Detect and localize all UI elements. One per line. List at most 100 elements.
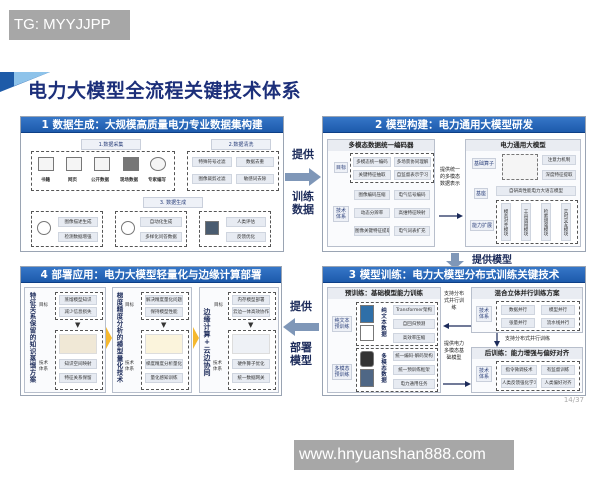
goal-item: 保持模型性能: [145, 307, 183, 317]
corner-decoration-light: [14, 72, 50, 86]
goal-item: 关键特征抽取: [353, 170, 391, 180]
module-box: 模态对齐模块 工具调用模块 检索增强模块 实时交互模块: [496, 200, 578, 244]
arrow-left-small-icon: [443, 323, 471, 329]
op-item: 注意力机制: [542, 155, 576, 165]
clean-item: 数据去重: [236, 157, 274, 167]
arrow-right-bottom-label: 训练数据: [292, 190, 314, 216]
play-video-icon: [360, 351, 374, 367]
arrow-left-bottom-label: 部署模型: [290, 341, 312, 367]
goal-box: 蒸馏模型知识 减少信息损失: [55, 292, 103, 320]
goal-item: 减少信息损失: [59, 307, 97, 317]
llm-label: 能力扩展: [470, 220, 495, 231]
database-icon: [94, 157, 110, 171]
gen-item: 反馈优化: [226, 232, 266, 242]
collect-item: 书籍: [41, 178, 50, 183]
goal-label: 目标: [39, 303, 48, 308]
tech-item: 电气词表扩充: [394, 226, 430, 236]
text-data-label: 纯文本数据: [380, 307, 386, 337]
panel-model-building: 2 模型构建：电力通用大模型研发 多模态数据统一编码器 目标 多模态统一编码 多…: [322, 116, 586, 252]
panel-header: 2 模型构建：电力通用大模型研发: [323, 117, 585, 133]
book-cover-icon: [360, 305, 374, 323]
goal-item: 蒸馏模型知识: [59, 295, 97, 305]
down-label: 支持分布式并行训练: [505, 336, 551, 342]
gen-box-2: 自动化生成 多样化问答数据: [115, 211, 187, 247]
panel-header: 3 模型训练：电力大模型分布式训练关键技术: [323, 267, 585, 283]
text-pretrain-box: 纯文本数据 Transformer架构 自回归预测 高效率压缩: [356, 302, 438, 346]
clean-item: 特殊符号过滤: [192, 157, 232, 167]
chevron-right-icon: [193, 327, 199, 349]
tech-item: 动态分辨率: [354, 208, 390, 218]
goal-item: 多场景协同理解: [394, 157, 431, 167]
module-item: 检索增强模块: [541, 203, 551, 241]
llm-title: 电力通用大模型: [466, 140, 580, 151]
pretrain-box: 预训练：基础模型能力训练 纯文本预训练 纯文本数据 Transformer架构 …: [327, 287, 441, 393]
slide-title: 电力大模型全流程关键技术体系: [28, 80, 302, 102]
tech-item: 知识空间映射: [59, 359, 97, 369]
ai-logo-icon: [121, 221, 135, 235]
panel-model-training: 3 模型训练：电力大模型分布式训练关键技术 预训练：基础模型能力训练 纯文本预训…: [322, 266, 586, 396]
tech-box: 知识空间映射 特征关系保留: [55, 330, 103, 390]
tech-item: 高维特征映射: [394, 208, 430, 218]
tech-item: 梯度精度分析量化: [145, 359, 183, 369]
goal-item: 解决精度量化问题: [145, 295, 183, 305]
collect-item: 网页: [68, 178, 77, 183]
arrow-left-top-label: 提供: [290, 300, 312, 313]
table-thumbnail-icon: [145, 334, 183, 354]
mm-pretrain-box: 多模态数据 统一编码-解码架构 统一预训练框架 电力通用任务: [356, 348, 438, 392]
clean-title: 2.数据清洗: [211, 139, 271, 150]
tech-item: 硬件算子优化: [232, 359, 270, 369]
encoder-to-llm-text: 提供统一的多模态数据表示: [439, 167, 460, 187]
goal-box: 内存模型部署 云边一体高效协作: [228, 292, 276, 320]
deploy-col-1: 特征关系保留的知识蒸馏方案 目标 蒸馏模型知识 减少信息损失 ▼ 技术体系 知识…: [24, 287, 106, 393]
tech-label: 技术体系: [39, 361, 48, 372]
deploy-col-3: 边缘计算+云边协同 目标 内存模型部署 云边一体高效协作 ▼ 技术体系 硬件算子…: [199, 287, 279, 393]
mm-pretrain-label: 多模态预训练: [332, 364, 352, 380]
tech-item: 电气信号编码: [394, 190, 430, 200]
gen-item: 人类评估: [226, 217, 266, 227]
gen-item: 多样化问答数据: [140, 232, 182, 242]
text-item: 高效率压缩: [393, 333, 435, 343]
mid-bottom-text: 提供电力多模态基础模型: [443, 341, 464, 361]
book-icon: [38, 157, 54, 171]
deploy-col-2: 梯度精度分析的模型量化技术 目标 解决精度量化问题 保持模型性能 ▼ 技术体系 …: [112, 287, 192, 393]
tech-item: 统一数据网关: [232, 373, 270, 383]
llm-label: 基座: [474, 188, 489, 199]
goal-label: 目标: [125, 303, 134, 308]
watermark-top: TG: MYYJJPP: [9, 10, 130, 40]
parallel-box: 混合立体并行训练方案 技术体系 数据并行 模型并行 张量并行 流水线并行: [471, 287, 583, 333]
goal-item: 多模态统一编码: [353, 157, 391, 167]
arrow-down-label: 提供模型: [472, 255, 512, 266]
watermark-bottom: www.hnyuanshan888.com: [294, 440, 514, 470]
mid-top-text: 支持分布式并行训练: [443, 291, 464, 311]
collect-box: 书籍 网页 公开数据 现场数据 专家编写: [31, 151, 175, 191]
clean-item: 图像裁剪过滤: [192, 174, 232, 184]
gen-item: 检测数据增强: [58, 232, 98, 242]
encoder-title: 多模态数据统一编码器: [328, 140, 434, 151]
text-pretrain-label: 纯文本预训练: [332, 316, 352, 332]
arrow-right-small-icon: [439, 213, 463, 219]
panel-header: 1 数据生成：大规模高质量电力专业数据集构建: [21, 117, 283, 133]
tech-box: 硬件算子优化 统一数据网关: [228, 330, 276, 390]
arrow-down-small-icon: ▼: [248, 321, 254, 329]
parallel-item: 张量并行: [501, 318, 535, 328]
network-diagram-icon: [502, 154, 538, 180]
mm-item: 统一预训练框架: [393, 365, 435, 375]
goal-box: 解决精度量化问题 保持模型性能: [141, 292, 189, 320]
gen-item: 图像描述生成: [58, 217, 98, 227]
chevron-right-icon: [106, 327, 112, 349]
tech-label: 技术体系: [476, 306, 492, 322]
tech-label: 技术体系: [333, 206, 349, 222]
goal-item: 云边一体高效协作: [232, 307, 270, 317]
col-title: 特征关系保留的知识蒸馏方案: [28, 292, 36, 383]
page-number: 14/37: [563, 396, 584, 404]
tech-item: 量化感知训练: [145, 373, 183, 383]
gen-title: 3. 数据生成: [143, 197, 203, 208]
clean-box: 特殊符号过滤 数据去重 图像裁剪过滤 敏感词去除: [187, 151, 279, 191]
parallel-title: 混合立体并行训练方案: [472, 288, 582, 299]
tech-label: 技术体系: [213, 361, 222, 372]
parallel-item: 模型并行: [541, 305, 575, 315]
post-item: 指令微调技术: [501, 365, 537, 375]
arrow-left-icon: [283, 318, 319, 336]
arrow-down-small-icon: ▼: [161, 321, 167, 329]
gen-box-1: 图像描述生成 检测数据增强: [31, 211, 103, 247]
